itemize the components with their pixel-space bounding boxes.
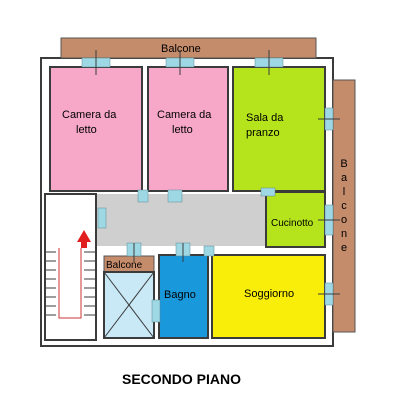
balcone-right-letter: e bbox=[341, 242, 347, 254]
balcone-right-letter: B bbox=[340, 158, 347, 170]
camera-da-letto-1: Camera da letto bbox=[49, 66, 143, 192]
cucinotto: Cucinotto bbox=[265, 191, 326, 248]
sala-label-line2: pranzo bbox=[246, 127, 280, 139]
cucinotto-label: Cucinotto bbox=[271, 218, 314, 229]
camera-da-letto-2: Camera da letto bbox=[147, 66, 229, 192]
window-marker bbox=[260, 187, 276, 197]
window-marker bbox=[167, 189, 183, 203]
balcone-right-letter: a bbox=[341, 172, 348, 184]
camera-1-label-line1: Camera da bbox=[62, 109, 117, 121]
balcone-right-letter: o bbox=[341, 214, 347, 226]
soggiorno: Soggiorno bbox=[211, 254, 326, 339]
page-title: SECONDO PIANO bbox=[122, 371, 241, 387]
balcone-small-label: Balcone bbox=[106, 260, 143, 271]
camera-2-label-line1: Camera da bbox=[157, 109, 212, 121]
window-marker bbox=[97, 207, 107, 229]
up-arrow-icon bbox=[77, 230, 91, 248]
balcone-right-letter: l bbox=[343, 186, 345, 198]
balcone-top: Balcone bbox=[60, 37, 317, 59]
camera-2-label-line2: letto bbox=[172, 124, 193, 136]
balcone-right: Balcone bbox=[332, 79, 356, 333]
bagno: Bagno bbox=[158, 254, 209, 339]
window-marker bbox=[203, 245, 215, 257]
window-marker bbox=[137, 189, 149, 203]
balcone-right-letter: n bbox=[341, 228, 347, 240]
soggiorno-label: Soggiorno bbox=[244, 288, 294, 300]
camera-1-label-line2: letto bbox=[76, 124, 97, 136]
sala-da-pranzo: Sala da pranzo bbox=[232, 66, 326, 192]
window-markers bbox=[81, 50, 340, 323]
stair-path bbox=[58, 248, 82, 319]
bagno-label: Bagno bbox=[164, 289, 196, 301]
balcone-top-label: Balcone bbox=[161, 43, 201, 55]
scala bbox=[44, 193, 97, 341]
window-marker bbox=[151, 299, 161, 323]
balcone-right-letters: Balcone bbox=[340, 158, 348, 254]
balcone-small: Balcone bbox=[103, 255, 155, 273]
vano bbox=[103, 271, 155, 339]
corridoio bbox=[97, 194, 265, 246]
balcone-right-letter: c bbox=[341, 200, 347, 212]
sala-label-line1: Sala da bbox=[246, 112, 284, 124]
